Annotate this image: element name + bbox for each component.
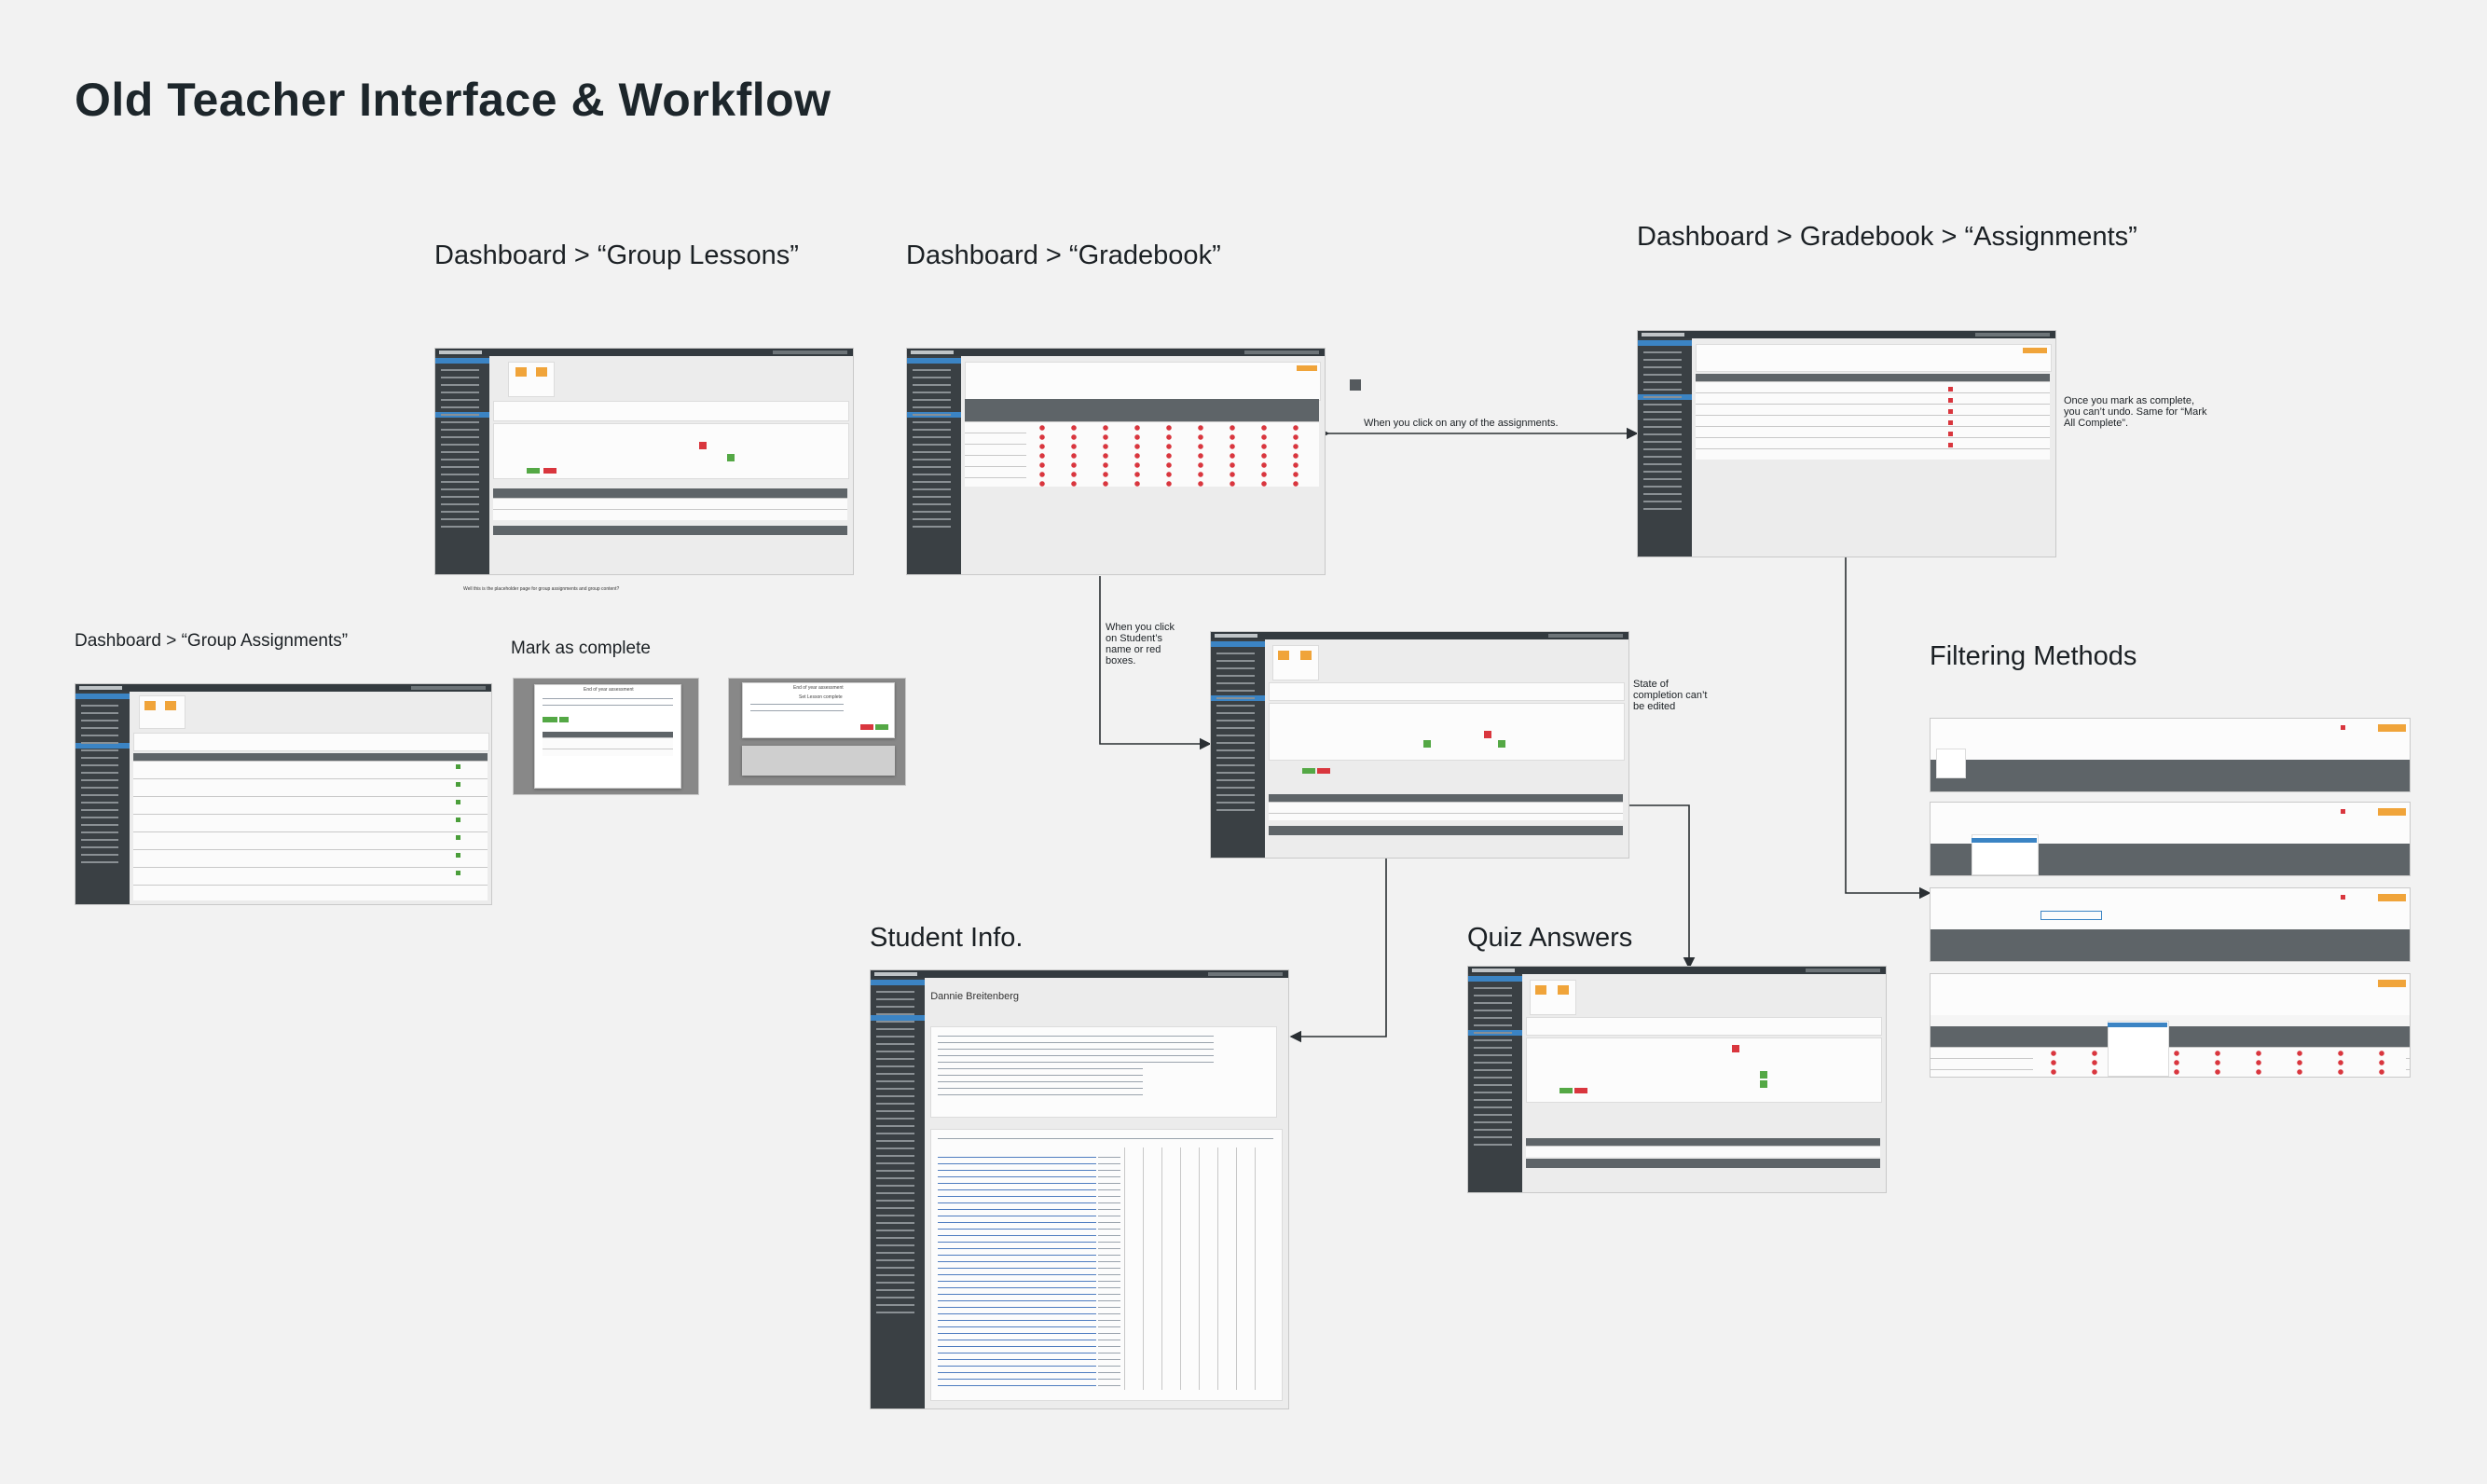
screenshot-assignments <box>1637 330 2056 557</box>
page-title: Old Teacher Interface & Workflow <box>75 74 831 126</box>
screenshot-mark-complete-dialog-1: End of year assessment <box>513 678 699 795</box>
mock-student-name: Dannie Breitenberg <box>930 991 1020 1002</box>
screenshot-group-assignments <box>75 683 492 905</box>
section-title-quiz-answers: Quiz Answers <box>1467 923 1633 953</box>
screenshot-gradebook <box>906 348 1326 575</box>
note-group-lessons-caption: Well this is the placeholder page for gr… <box>463 586 620 592</box>
section-title-student-info: Student Info. <box>870 923 1024 953</box>
section-title-gradebook: Dashboard > “Gradebook” <box>906 240 1221 270</box>
screenshot-mark-complete-dialog-2: End of year assessment Set Lesson comple… <box>728 678 906 786</box>
screenshot-filter-4 <box>1930 973 2411 1078</box>
section-title-group-lessons: Dashboard > “Group Lessons” <box>434 240 799 270</box>
note-click-student: When you click on Student’s name or red … <box>1106 622 1175 666</box>
section-title-filtering-methods: Filtering Methods <box>1930 641 2137 671</box>
arrow-to-quiz-answers <box>1629 804 1696 969</box>
arrow-assignments-to-filtering <box>1845 556 1931 900</box>
screenshot-filter-2 <box>1930 802 2411 876</box>
unknown-square-marker <box>1350 379 1361 391</box>
screenshot-student-select <box>1210 631 1629 859</box>
screenshot-quiz-answers <box>1467 966 1887 1193</box>
screenshot-filter-1 <box>1930 718 2411 792</box>
note-state-of-completion: State of completion can’t be edited <box>1633 679 1708 712</box>
screenshot-filter-3 <box>1930 887 2411 962</box>
note-click-assignments: When you click on any of the assignments… <box>1364 418 1559 429</box>
section-title-assignments: Dashboard > Gradebook > “Assignments” <box>1637 222 2137 252</box>
note-mark-complete-warning: Once you mark as complete, you can’t und… <box>2064 395 2207 429</box>
screenshot-group-lessons <box>434 348 854 575</box>
section-title-group-assignments: Dashboard > “Group Assignments” <box>75 631 349 651</box>
section-title-mark-complete: Mark as complete <box>511 639 651 658</box>
screenshot-student-info: Dannie Breitenberg <box>870 969 1289 1409</box>
